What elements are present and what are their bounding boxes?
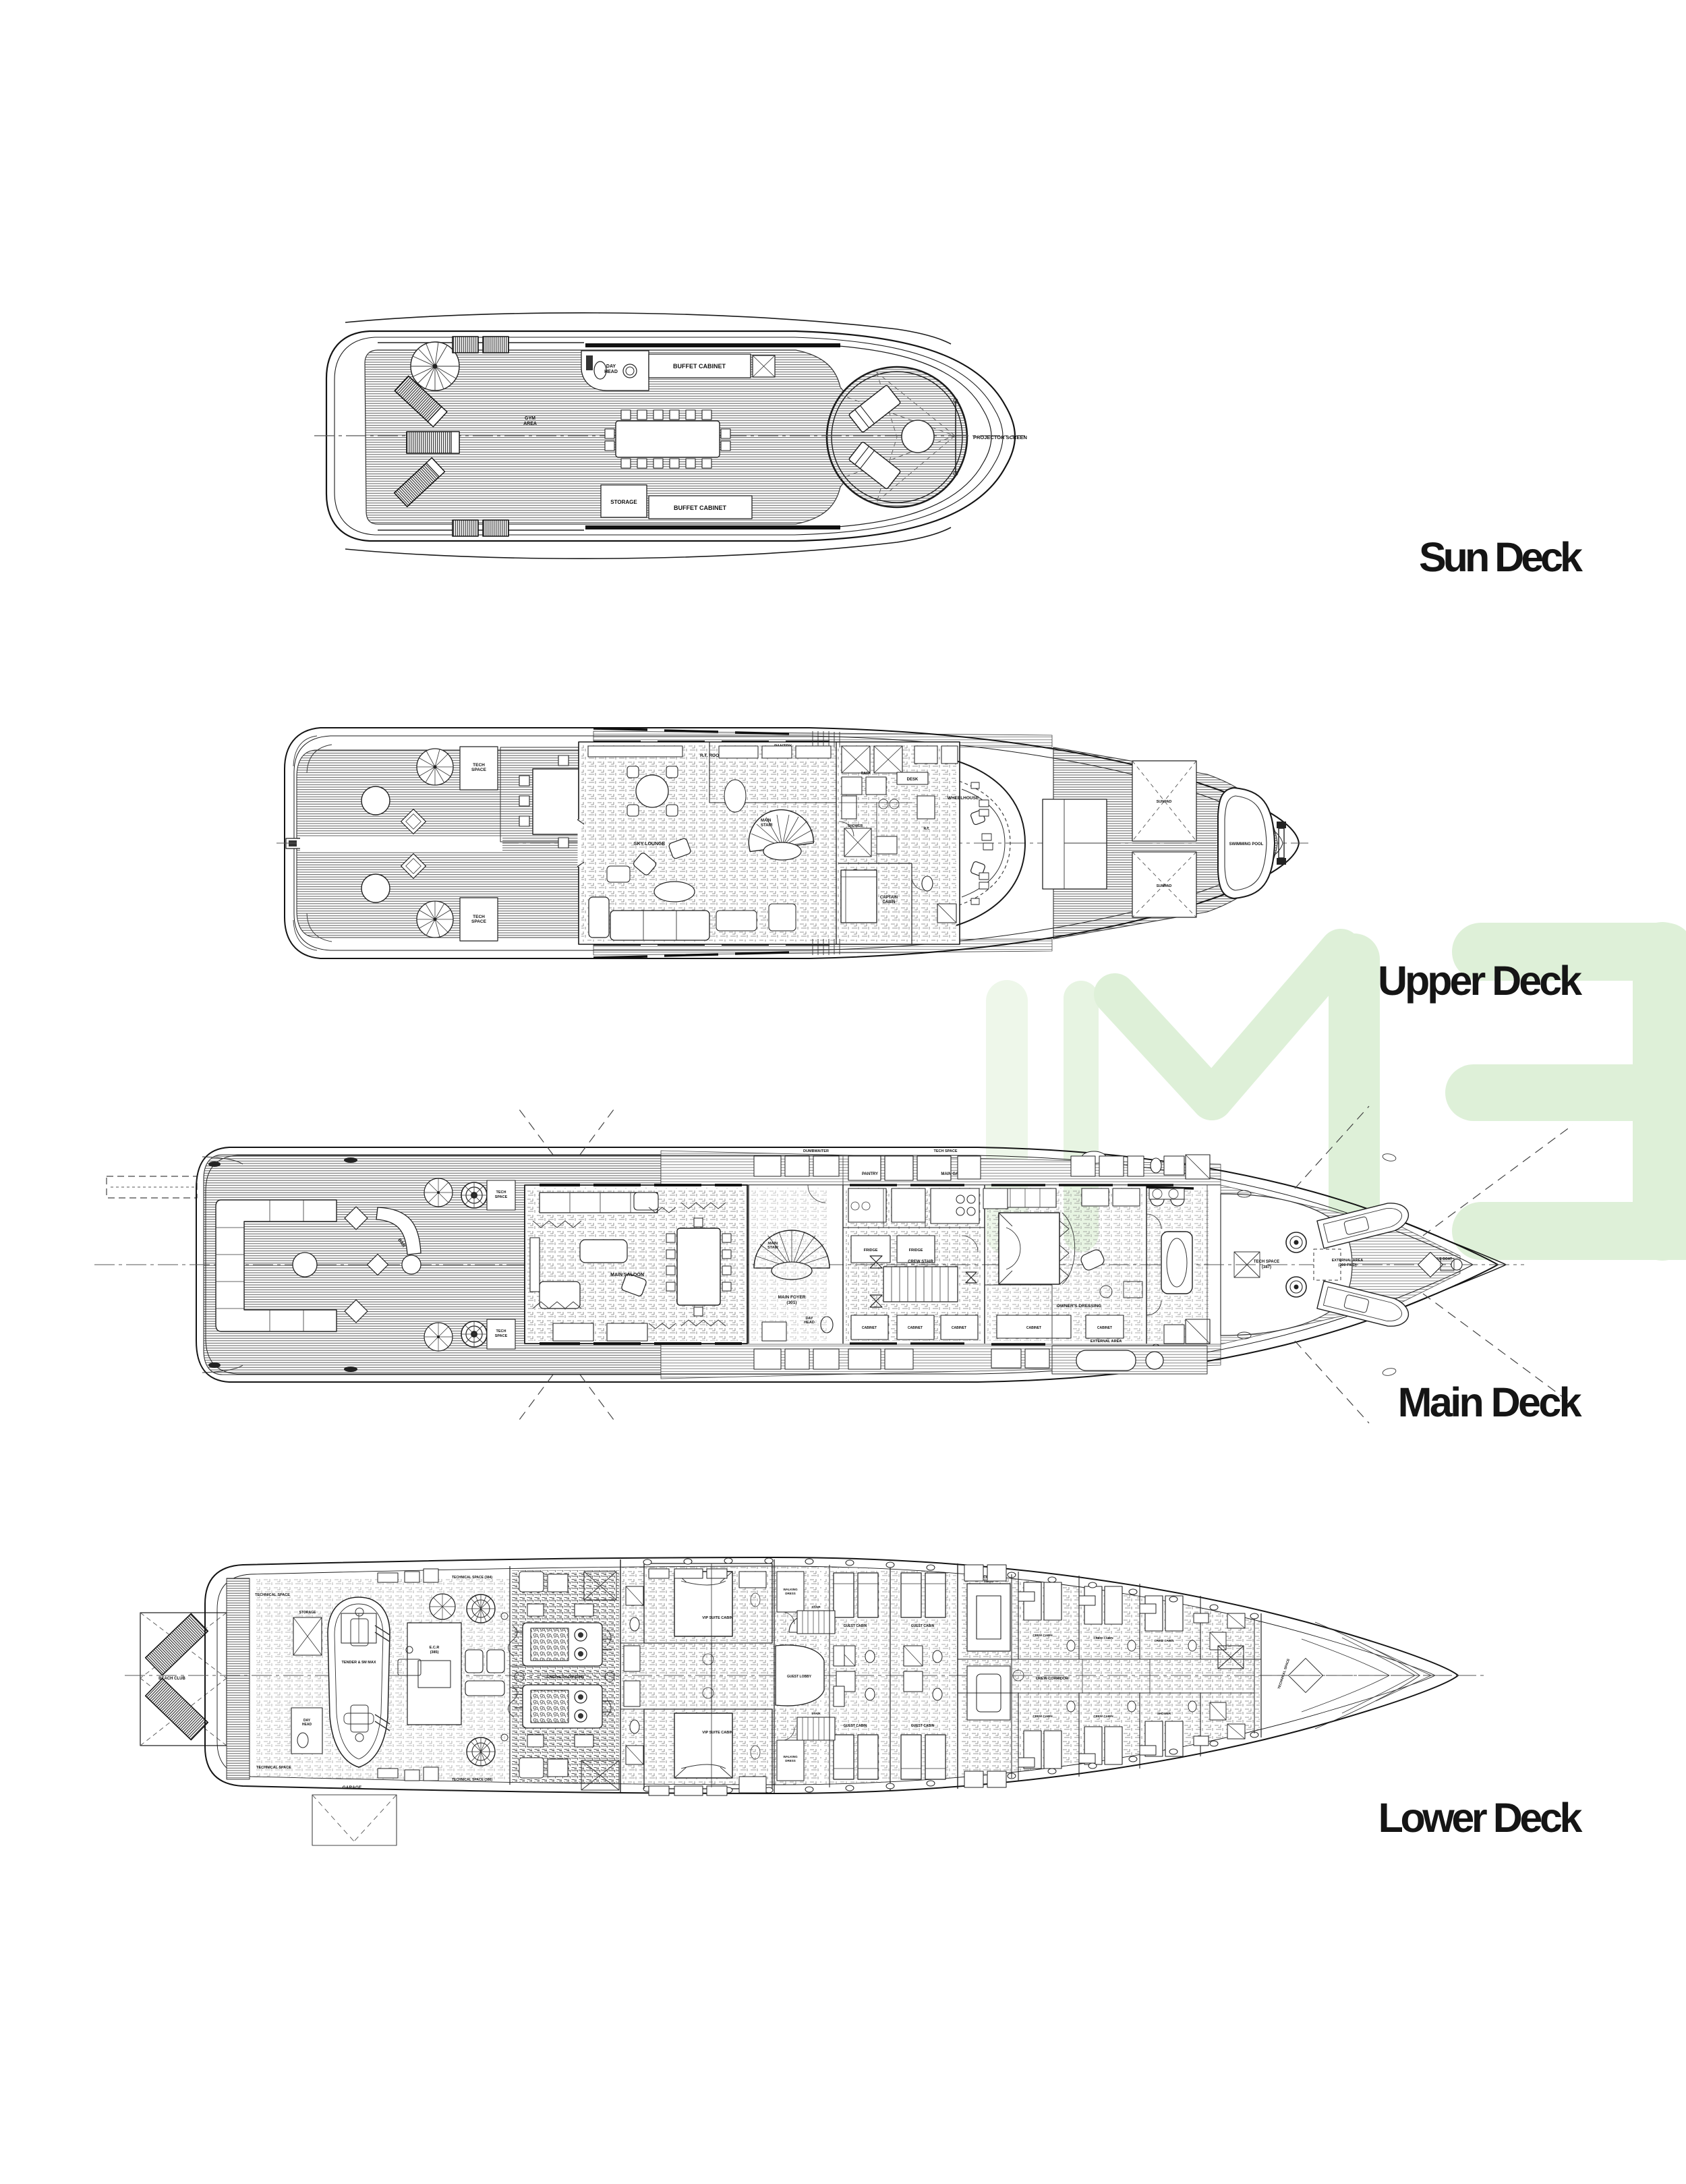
svg-text:STAIR: STAIR: [761, 824, 773, 828]
svg-text:CABIN: CABIN: [883, 900, 896, 904]
svg-text:Lower Deck: Lower Deck: [1378, 1795, 1583, 1841]
svg-text:HEAD: HEAD: [302, 1723, 312, 1727]
svg-text:EXTERNAL AREA: EXTERNAL AREA: [1091, 1340, 1122, 1344]
svg-text:CREW CABIN: CREW CABIN: [1033, 1715, 1052, 1718]
svg-text:DRESS: DRESS: [785, 1759, 796, 1762]
svg-text:SHOWER: SHOWER: [1157, 1712, 1171, 1715]
svg-text:MAIN: MAIN: [761, 819, 771, 823]
svg-text:WALKING: WALKING: [783, 1588, 798, 1591]
svg-text:SPACE: SPACE: [471, 768, 487, 772]
svg-text:CREW CABIN: CREW CABIN: [1093, 1715, 1113, 1718]
svg-text:OWNER'S DRESSING: OWNER'S DRESSING: [1057, 1304, 1102, 1309]
svg-text:BUFFET CABINET: BUFFET CABINET: [673, 363, 726, 370]
svg-text:R.T.: R.T.: [924, 827, 931, 831]
svg-text:SHOWER: SHOWER: [848, 824, 863, 828]
svg-text:VIP SUITE CABIN: VIP SUITE CABIN: [702, 1616, 732, 1620]
svg-text:Upper Deck: Upper Deck: [1378, 958, 1582, 1004]
svg-text:DUMBWAITER: DUMBWAITER: [803, 1149, 829, 1153]
svg-text:RACK: RACK: [861, 772, 871, 776]
svg-text:TECH SPACE: TECH SPACE: [933, 1149, 957, 1153]
svg-text:STORAGE: STORAGE: [610, 499, 637, 505]
svg-text:R.T. ROOM: R.T. ROOM: [700, 753, 723, 758]
svg-text:TECHNICAL SPACE: TECHNICAL SPACE: [255, 1593, 290, 1597]
svg-text:TECH: TECH: [473, 763, 485, 768]
svg-text:MESS: MESS: [984, 1580, 994, 1584]
svg-text:AREA: AREA: [523, 422, 537, 426]
svg-text:E.C.R: E.C.R: [430, 1646, 440, 1650]
svg-text:CABINET: CABINET: [908, 1326, 923, 1330]
svg-text:FRIDGE: FRIDGE: [864, 1248, 878, 1253]
svg-text:CABINET: CABINET: [952, 1326, 966, 1330]
svg-text:MAIN GALLEY: MAIN GALLEY: [941, 1172, 968, 1176]
svg-text:TECH: TECH: [496, 1190, 506, 1195]
svg-text:CAPTAIN: CAPTAIN: [880, 896, 898, 900]
svg-text:TECHNICAL SPACE (384): TECHNICAL SPACE (384): [452, 1576, 492, 1580]
svg-text:TECHNICAL SPACE: TECHNICAL SPACE: [1277, 1658, 1291, 1690]
svg-text:BUFFET CABINET: BUFFET CABINET: [674, 505, 726, 511]
svg-text:BEACH CLUB: BEACH CLUB: [158, 1677, 185, 1681]
svg-text:RESCUE BOAT: RESCUE BOAT: [1428, 1257, 1452, 1261]
svg-text:PROJECTOR SCREEN: PROJECTOR SCREEN: [973, 434, 1027, 440]
svg-text:HEAD: HEAD: [604, 370, 618, 374]
svg-text:(300 FWD): (300 FWD): [1339, 1263, 1357, 1267]
svg-text:STAIR: STAIR: [811, 1712, 821, 1715]
svg-text:GUEST LOBBY: GUEST LOBBY: [787, 1675, 812, 1679]
svg-text:SPACE: SPACE: [471, 919, 487, 924]
svg-text:CREW STAIR: CREW STAIR: [908, 1260, 933, 1264]
svg-text:MAIN SALOON: MAIN SALOON: [610, 1273, 644, 1277]
svg-text:TECHNICAL SPACE: TECHNICAL SPACE: [256, 1766, 291, 1770]
svg-text:CABINET: CABINET: [1026, 1326, 1041, 1330]
svg-text:GUEST CABIN: GUEST CABIN: [911, 1624, 935, 1628]
svg-text:STAIR: STAIR: [811, 1605, 821, 1609]
svg-text:PANTRY: PANTRY: [862, 1172, 878, 1176]
svg-text:SUNPAD: SUNPAD: [1157, 884, 1172, 888]
svg-text:STORAGE: STORAGE: [299, 1611, 316, 1615]
svg-text:CREW CABIN: CREW CABIN: [1154, 1639, 1173, 1642]
svg-text:DAY: DAY: [606, 364, 616, 369]
svg-text:TECHNICAL SPACE (386): TECHNICAL SPACE (386): [452, 1778, 492, 1782]
svg-text:DAY: DAY: [303, 1719, 311, 1723]
svg-text:CABINET: CABINET: [1097, 1326, 1112, 1330]
svg-text:VIP SUITE CABIN: VIP SUITE CABIN: [702, 1731, 732, 1735]
svg-text:WHEELHOUSE: WHEELHOUSE: [948, 796, 979, 801]
svg-text:WALKING: WALKING: [783, 1755, 798, 1758]
svg-text:CREW CABIN: CREW CABIN: [1093, 1636, 1113, 1640]
svg-text:(387): (387): [1262, 1265, 1271, 1269]
svg-text:FRIDGE: FRIDGE: [909, 1248, 923, 1253]
svg-text:(385): (385): [430, 1650, 439, 1655]
svg-text:SWIMMING POOL: SWIMMING POOL: [1229, 842, 1264, 846]
svg-text:DESK: DESK: [907, 778, 919, 782]
svg-text:SKY LOUNGE: SKY LOUNGE: [634, 842, 665, 846]
svg-text:SPACE: SPACE: [495, 1334, 508, 1338]
svg-text:DRESS: DRESS: [785, 1592, 796, 1595]
svg-text:GUEST CABIN: GUEST CABIN: [844, 1724, 867, 1728]
svg-text:Main Deck: Main Deck: [1398, 1379, 1582, 1425]
svg-text:TENDER & 5M MAX: TENDER & 5M MAX: [341, 1661, 376, 1665]
svg-text:CABINET: CABINET: [862, 1326, 877, 1330]
svg-text:CREW CABIN: CREW CABIN: [1033, 1634, 1052, 1637]
svg-text:ENGINE ROOM (384): ENGINE ROOM (384): [547, 1675, 583, 1679]
svg-text:EXTERNAL AREA: EXTERNAL AREA: [1332, 1259, 1363, 1263]
svg-text:CREW CORRIDOR: CREW CORRIDOR: [1036, 1677, 1068, 1681]
svg-text:TECH: TECH: [496, 1329, 506, 1333]
svg-text:SPACE: SPACE: [495, 1195, 508, 1199]
svg-text:Sun Deck: Sun Deck: [1419, 534, 1583, 580]
svg-text:GUEST CABIN: GUEST CABIN: [844, 1624, 867, 1628]
svg-text:GUEST CABIN: GUEST CABIN: [911, 1724, 935, 1728]
svg-text:GYM: GYM: [525, 416, 535, 421]
svg-text:SUNPAD: SUNPAD: [1157, 800, 1172, 804]
svg-text:TECH: TECH: [473, 915, 485, 919]
svg-text:GARAGE: GARAGE: [343, 1785, 362, 1790]
svg-text:TECH SPACE: TECH SPACE: [1254, 1260, 1279, 1264]
